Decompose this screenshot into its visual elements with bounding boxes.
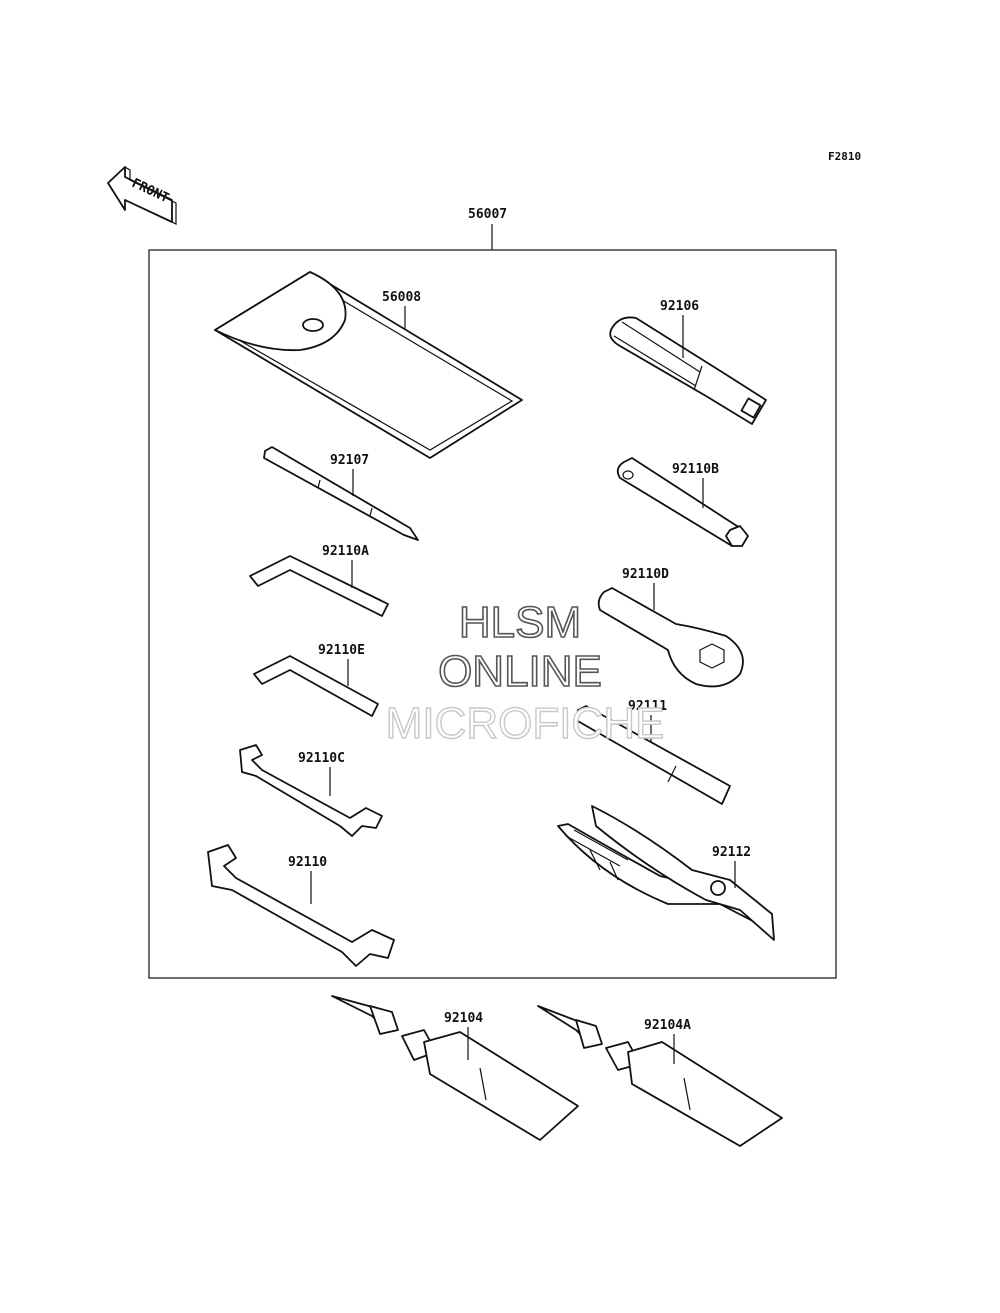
watermark-line-3: MICROFICHE (386, 699, 665, 748)
part-92110C-label[interactable]: 92110C (298, 751, 345, 766)
kit-part-number[interactable]: 56007 (468, 207, 507, 222)
pliers-icon (557, 805, 775, 941)
part-92104A-label[interactable]: 92104A (644, 1018, 691, 1033)
hex-key-icon (249, 555, 389, 617)
grease-tube-icon-2 (537, 1005, 783, 1147)
part-92104-label[interactable]: 92104 (444, 1011, 483, 1026)
wrench-handle-bar-icon (575, 705, 731, 805)
part-92112-label[interactable]: 92112 (712, 845, 751, 860)
figure-code: F2810 (828, 150, 861, 163)
kit-frame (148, 249, 837, 979)
grease-tube-icon (331, 995, 579, 1141)
watermark-line-1: HLSM (459, 598, 581, 647)
part-92106-label[interactable]: 92106 (660, 299, 699, 314)
part-92110A-label[interactable]: 92110A (322, 544, 369, 559)
hex-key-icon-2 (253, 655, 379, 717)
tool-pouch-icon (214, 271, 523, 459)
part-92110B-label[interactable]: 92110B (672, 462, 719, 477)
open-end-wrench-icon-2 (207, 844, 395, 967)
front-arrow-icon: FRONT (107, 166, 177, 225)
part-56008-label[interactable]: 56008 (382, 290, 421, 305)
part-92110E-label[interactable]: 92110E (318, 643, 365, 658)
part-92107-label[interactable]: 92107 (330, 453, 369, 468)
part-92110D-label[interactable]: 92110D (622, 567, 669, 582)
open-end-wrench-icon (239, 744, 383, 837)
part-92111-label[interactable]: 92111 (628, 699, 667, 714)
screwdriver-bit-icon (263, 446, 419, 541)
screwdriver-handle-icon (609, 316, 767, 425)
watermark: HLSM ONLINE MICROFICHE (385, 597, 665, 749)
watermark-line-2: ONLINE (438, 647, 602, 696)
spark-plug-wrench-icon (616, 457, 749, 547)
part-92110-label[interactable]: 92110 (288, 855, 327, 870)
box-wrench-icon (597, 587, 744, 688)
